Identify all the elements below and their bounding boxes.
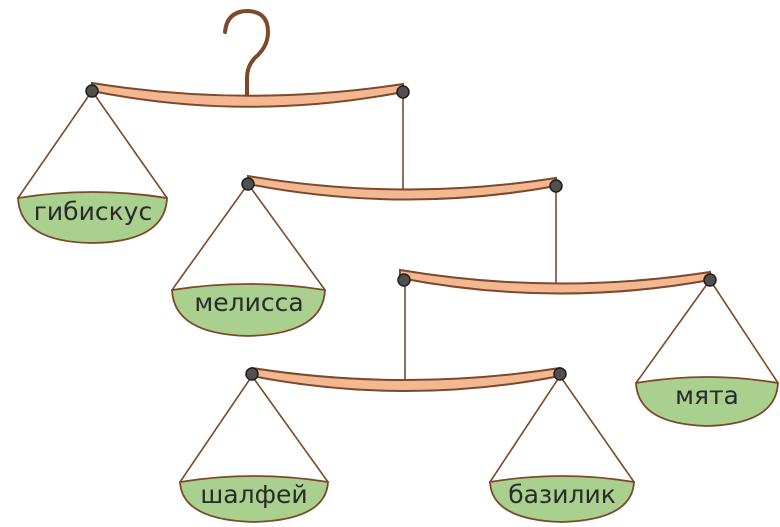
pan-basil: базилик <box>489 475 635 523</box>
pivot-points <box>85 84 717 381</box>
beam-fourth <box>251 366 561 392</box>
pan-sage: шалфей <box>179 475 329 523</box>
pan-label-sage: шалфей <box>200 480 307 509</box>
beam-third <box>399 268 711 295</box>
pivot-third-right <box>703 273 717 287</box>
pan-label-hibiscus: гибискус <box>34 197 152 226</box>
pivot-top-right <box>396 85 410 99</box>
pivot-second-left <box>241 177 255 191</box>
pan-strings <box>17 90 779 483</box>
pan-label-melissa: мелисса <box>194 288 303 317</box>
pivot-fourth-right <box>553 367 567 381</box>
hook-icon <box>223 8 271 102</box>
pan-label-mint: мята <box>675 381 739 410</box>
pan-hibiscus: гибискус <box>17 191 168 244</box>
pan-melissa: мелисса <box>171 283 326 337</box>
pivot-top-left <box>85 84 99 98</box>
pivot-second-right <box>549 179 563 193</box>
pan-mint: мята <box>635 376 779 427</box>
pivot-fourth-left <box>245 367 259 381</box>
pan-label-basil: базилик <box>508 480 616 509</box>
beam-second <box>247 174 557 201</box>
pivot-third-left <box>397 273 411 287</box>
